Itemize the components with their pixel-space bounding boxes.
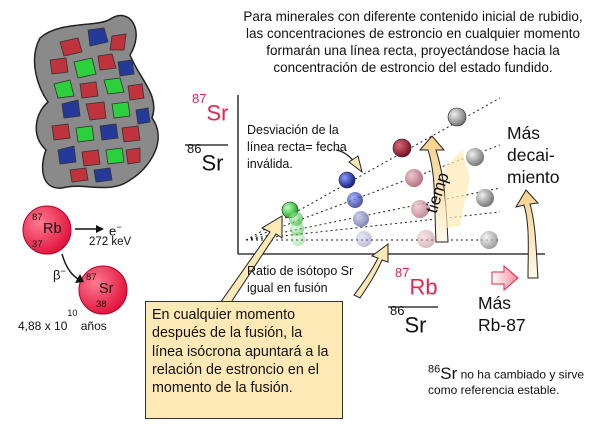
more-decay-label: Más decai-miento	[507, 123, 560, 187]
point-red-2	[405, 169, 423, 187]
time-label-bg	[444, 150, 470, 228]
half-life-label: 4,88 x 1010 años	[18, 308, 107, 333]
x-numerator: 87Rb	[395, 265, 438, 300]
rock-sample-illustration	[33, 15, 159, 189]
sr-atom	[78, 265, 128, 315]
more-rb-label: Más Rb-87	[478, 293, 526, 335]
rb-symbol: Rb	[43, 221, 62, 237]
point-blue-3	[353, 211, 369, 227]
rb-mass: 87	[32, 212, 43, 223]
point-blue-4	[356, 231, 372, 247]
point-blue-2	[347, 192, 363, 208]
energy-label: 272 keV	[89, 236, 132, 248]
callout-box: En cualquier momento después de la fusió…	[145, 301, 343, 419]
point-gray-1	[447, 107, 467, 127]
isochron-points	[281, 107, 498, 249]
ratio-arrow	[353, 243, 389, 299]
electron-label: e−	[109, 222, 122, 239]
deviation-label: Desviación de la línea recta= fecha invá…	[247, 123, 347, 171]
beta-decay-arrow-head	[75, 274, 84, 283]
more-decay-arrow	[514, 189, 540, 279]
point-gray-4	[480, 231, 498, 249]
point-gray-2	[466, 148, 484, 166]
point-red-4	[417, 230, 435, 248]
point-green-4	[291, 232, 305, 246]
point-red-1	[392, 138, 412, 158]
beta-label: β−	[53, 266, 66, 283]
point-gray-3	[476, 189, 494, 207]
point-blue-1	[338, 171, 356, 189]
isochron-axes	[237, 95, 545, 255]
y-numerator: 87Sr	[192, 91, 229, 126]
ratio-label: Ratio de isótopo Sr igual en fusión	[247, 264, 354, 295]
x-denominator: 86Sr	[390, 303, 427, 338]
sr86-note: 86Sr no ha cambiado y sirve como referen…	[428, 363, 584, 397]
callout-arrow	[217, 215, 283, 311]
electron-arrow-head	[96, 225, 104, 233]
header-explanation: Para minerales con diferente contenido i…	[243, 9, 583, 75]
more-rb-arrow	[491, 264, 519, 292]
sr-mass: 87	[86, 272, 97, 283]
sr-symbol: Sr	[99, 281, 114, 297]
y-denominator: 86Sr	[187, 141, 224, 176]
rb-atom	[22, 205, 72, 255]
rb-z: 37	[32, 239, 43, 250]
sr-z: 38	[96, 299, 107, 310]
deviation-arrow-head	[348, 155, 363, 174]
point-red-3	[411, 200, 429, 218]
